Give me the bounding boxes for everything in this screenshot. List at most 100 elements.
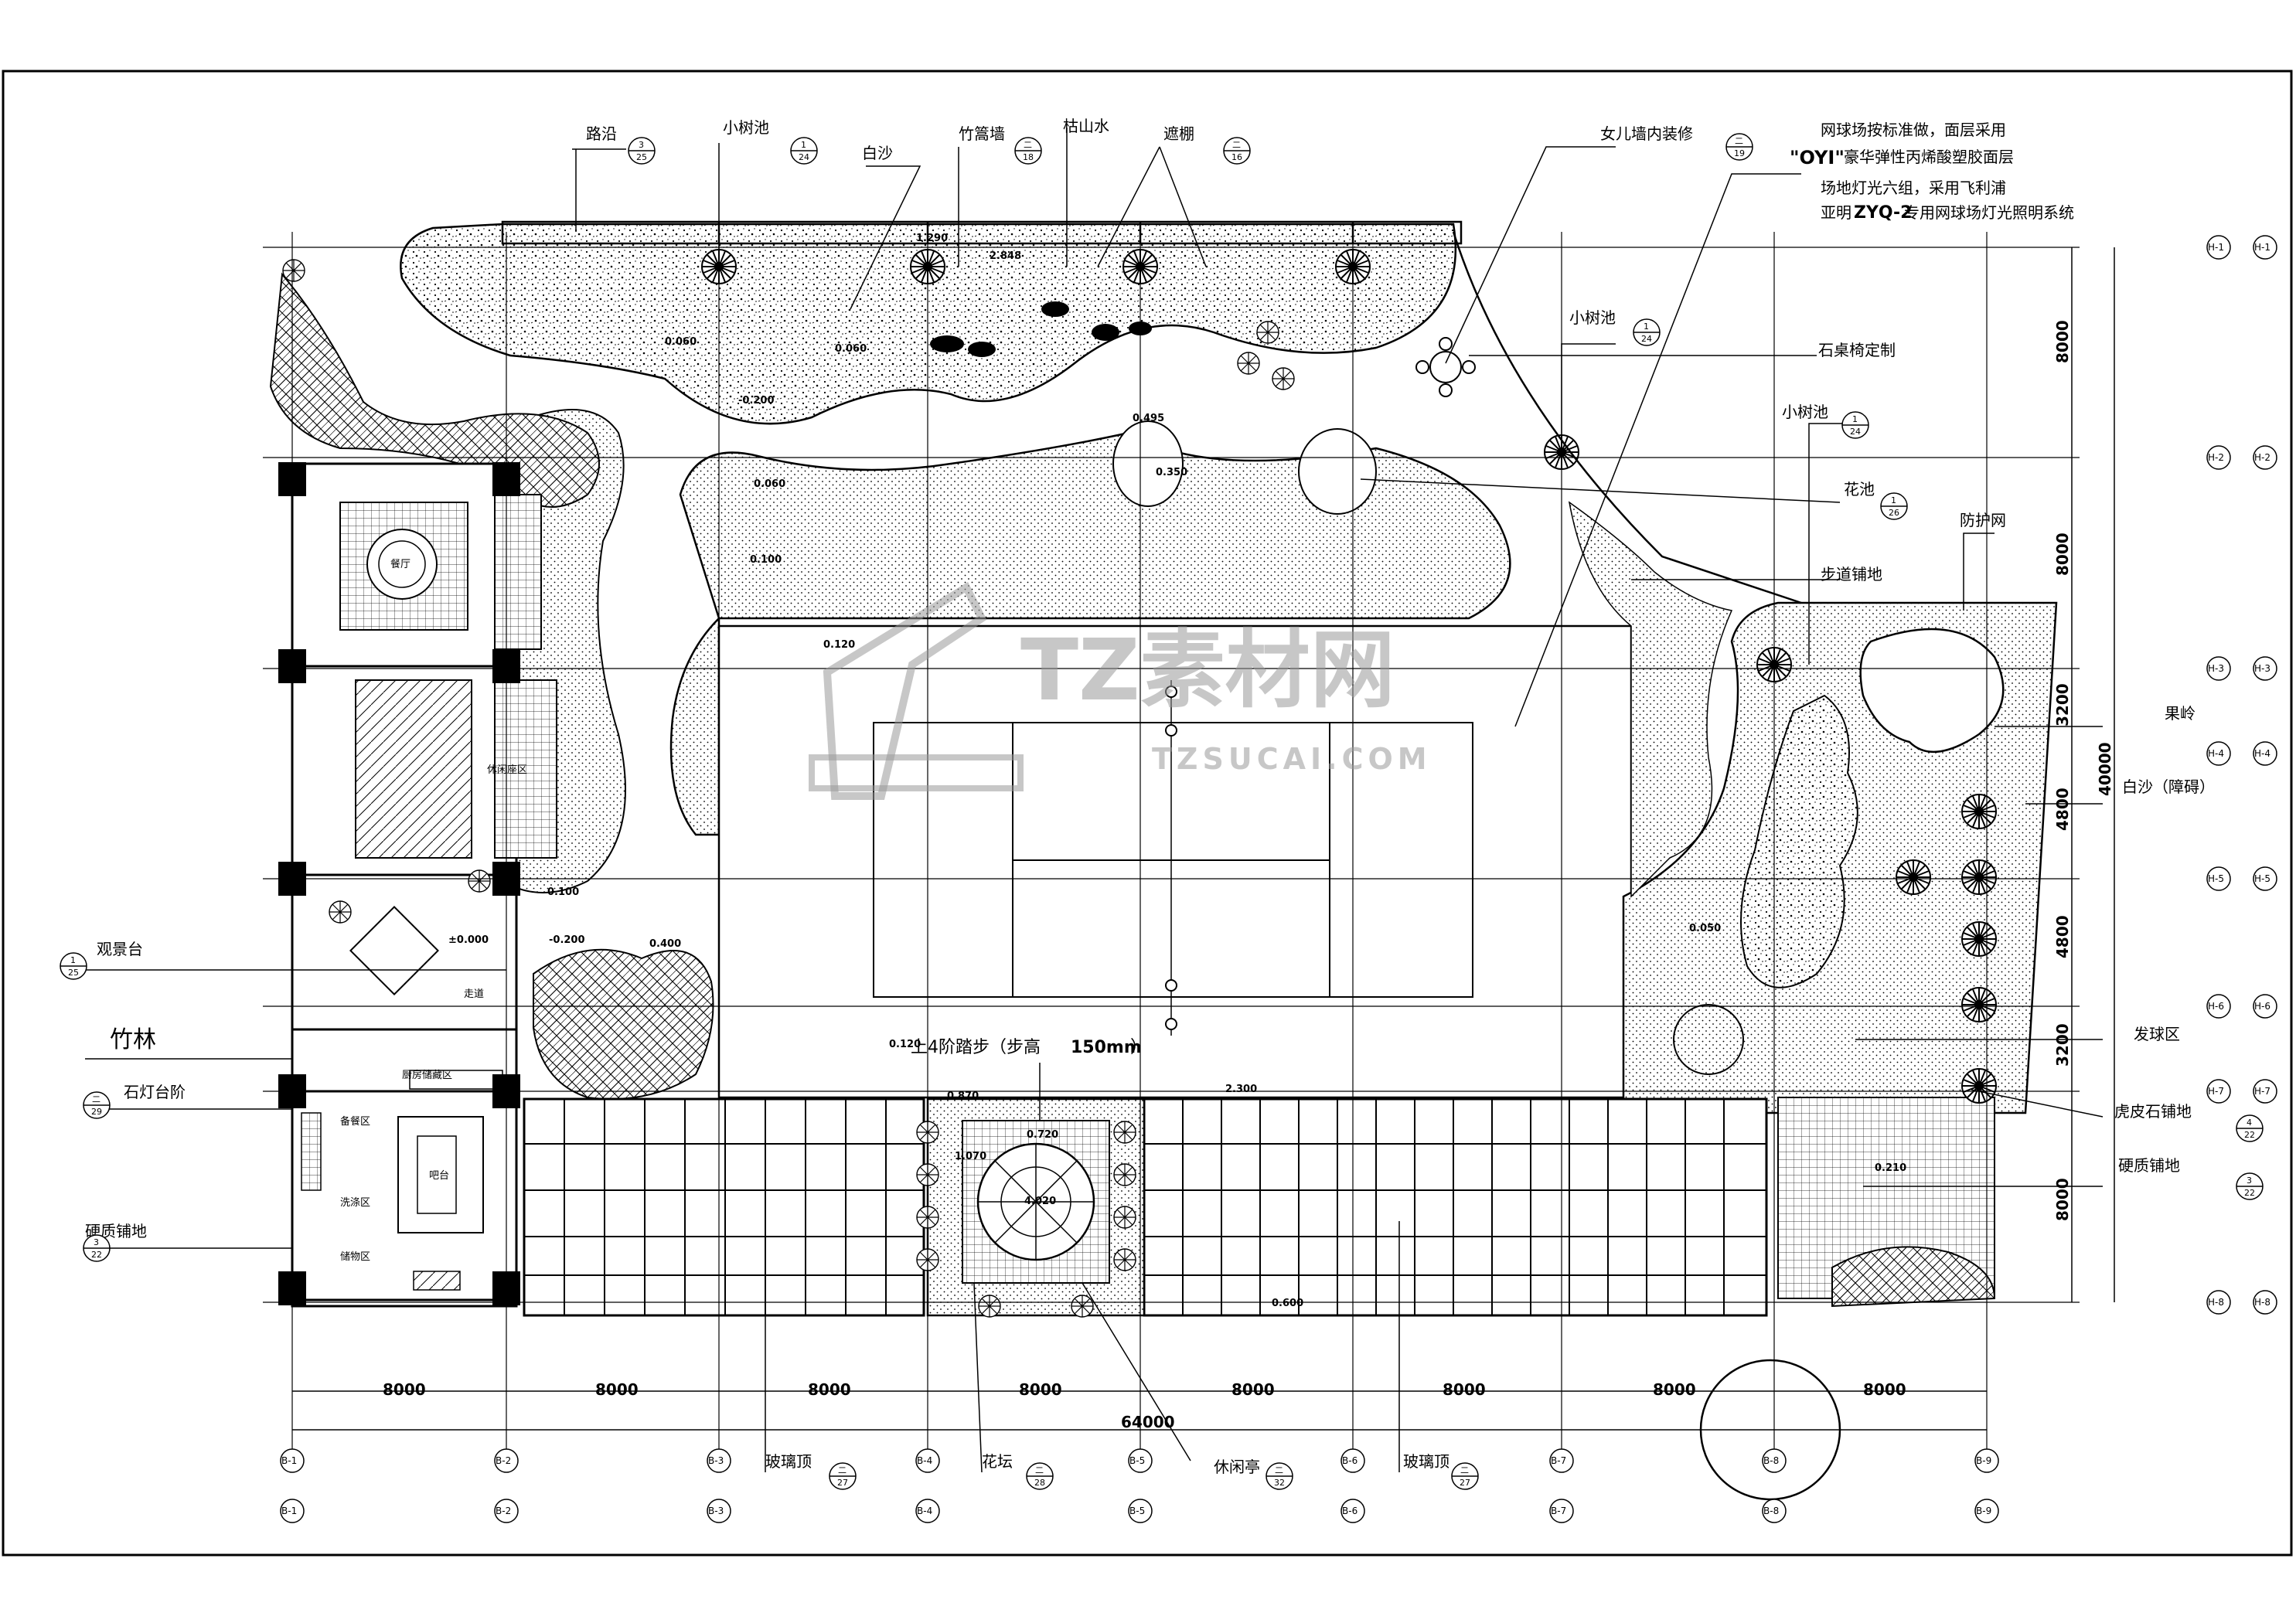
grid-r-7-a: H-7: [2208, 1086, 2224, 1097]
elev-20: 0.600: [1272, 1298, 1303, 1309]
grid-r-3-a: H-3: [2208, 663, 2224, 674]
elev-12: 0.400: [649, 938, 681, 950]
callout-small-pool-3-top: 1: [1852, 414, 1858, 424]
label-flower-pool: 花池: [1844, 480, 1875, 498]
grid-b-2: B-2B-2: [494, 1448, 519, 1523]
dim-r-6: 3200: [2053, 1023, 2072, 1067]
label-white-sand-bunker: 白沙（障碍）: [2122, 777, 2215, 796]
callout-small-pool-2-bot: 24: [1641, 334, 1652, 344]
right-dimensions: 8000 8000 3200 4800 4800 3200 8000 40000: [2053, 320, 2114, 1221]
elev-3: -0.200: [738, 395, 775, 407]
callout-flower-bed-top: 二: [1035, 1465, 1044, 1475]
callout-hard-paving-r: 322: [2236, 1172, 2264, 1200]
callout-stone-lamp-steps-top: 二: [92, 1094, 100, 1104]
grid-b-9-bot: B-9: [1976, 1506, 1991, 1516]
dim-b-total: 64000: [1121, 1413, 1175, 1431]
callout-hard-paving-r-top: 3: [2247, 1176, 2252, 1186]
label-shade-shed: 遮棚: [1163, 124, 1194, 143]
grid-b-8-top: B-8: [1763, 1455, 1779, 1466]
dim-r-5: 4800: [2053, 915, 2072, 958]
leader-lines: [85, 128, 2104, 1473]
elev-22: 1.290: [916, 233, 948, 244]
dim-b-5: 8000: [1231, 1380, 1275, 1399]
grid-r-2: H-2 H-2: [2206, 445, 2277, 470]
grid-r-2-b: H-2: [2254, 452, 2270, 463]
elev-14: 0.870: [947, 1091, 979, 1102]
dim-r-3: 3200: [2053, 683, 2072, 726]
grid-b-1-bot: B-1: [281, 1506, 297, 1516]
callout-hard-paving-l: 322: [83, 1234, 111, 1262]
callout-small-pool-1-bot: 24: [799, 152, 809, 162]
dim-b-6: 8000: [1443, 1380, 1486, 1399]
label-hard-paving-r: 硬质铺地: [2118, 1156, 2180, 1175]
label-flower-bed: 花坛: [982, 1452, 1013, 1471]
room-kitchen-top: 厨房储藏区: [402, 1069, 452, 1081]
grid-r-2-a: H-2: [2208, 452, 2224, 463]
label-bamboo-forest: 竹林: [110, 1026, 156, 1053]
glass-roof-terrace: [523, 1097, 1768, 1317]
elev-16: 1.070: [955, 1151, 986, 1162]
callout-flower-pool-top: 1: [1891, 495, 1896, 505]
callout-small-pool-3-bot: 24: [1850, 427, 1861, 437]
grid-b-6-top: B-6: [1342, 1455, 1358, 1466]
dim-b-8: 8000: [1863, 1380, 1906, 1399]
grid-r-6-a: H-6: [2208, 1001, 2224, 1012]
label-rest-pavilion: 休闲亭: [1214, 1458, 1260, 1476]
grid-r-4-b: H-4: [2254, 748, 2270, 759]
steps-note-a: 上4阶踏步（步高: [911, 1038, 1041, 1057]
stone-table: [1415, 337, 1476, 397]
dim-b-4: 8000: [1019, 1380, 1062, 1399]
elev-7: 0.100: [750, 554, 782, 566]
dim-r-total: 40000: [2096, 742, 2114, 796]
label-glass-roof-2: 玻璃顶: [1403, 1452, 1449, 1471]
grid-b-9: B-9B-9: [1974, 1448, 1999, 1523]
tennis-note-4b: ZYQ-2: [1854, 203, 1912, 223]
grid-r-8-b: H-8: [2254, 1297, 2270, 1308]
callout-parapet-bot: 19: [1734, 148, 1745, 158]
callout-tiger-stone-top: 4: [2247, 1118, 2252, 1128]
grid-r-5-a: H-5: [2208, 873, 2224, 884]
callout-road-top: 3: [639, 140, 644, 150]
elev-15: 0.720: [1027, 1129, 1058, 1141]
label-protective-net: 防护网: [1960, 511, 2006, 529]
callout-glass-roof-1-top: 二: [838, 1465, 847, 1475]
callout-glass-roof-2-top: 二: [1460, 1465, 1469, 1475]
callout-glass-roof-2-bot: 27: [1460, 1478, 1470, 1488]
elev-13: 0.120: [889, 1039, 921, 1050]
room-storage: 储物区: [340, 1251, 370, 1263]
callout-viewing-deck: 125: [60, 952, 87, 980]
grid-b-5-bot: B-5: [1129, 1506, 1145, 1516]
callout-small-pool-1: 124: [790, 137, 818, 165]
steps-note-b: 150mm: [1071, 1038, 1142, 1057]
callout-flower-pool: 126: [1880, 492, 1908, 520]
label-white-sand: 白沙: [862, 144, 893, 162]
grid-b-8: B-8B-8: [1762, 1448, 1787, 1523]
callout-bubbles: 325 124 二18 二16 二19 124 124 126 422 322 …: [60, 133, 2264, 1490]
elev-10: ±0.000: [448, 934, 489, 946]
room-kitchen: 备餐区: [340, 1115, 370, 1128]
elev-21: 0.050: [1689, 923, 1721, 934]
label-viewing-deck: 观景台: [97, 940, 143, 958]
callout-hard-paving-l-bot: 22: [91, 1250, 102, 1260]
label-road: 路沿: [586, 124, 617, 143]
grid-r-5-b: H-5: [2254, 873, 2270, 884]
elev-11: -0.200: [549, 934, 585, 946]
callout-viewing-deck-bot: 25: [68, 968, 79, 978]
dim-b-1: 8000: [383, 1380, 426, 1399]
plan-labels: 路沿 小树池 白沙 竹篙墙 枯山水 遮棚 女儿墙内装修 网球场按标准做，面层采用…: [85, 117, 2215, 1476]
grid-b-2-bot: B-2: [496, 1506, 511, 1516]
building: [278, 462, 557, 1308]
grid-b-1: B-1B-1: [280, 1448, 305, 1523]
room-seating: 休闲座区: [487, 764, 527, 776]
callout-shade-shed: 二16: [1223, 137, 1251, 165]
callout-rest-pavilion: 二32: [1266, 1462, 1293, 1490]
callout-bamboo-wall-top: 二: [1024, 140, 1032, 150]
grid-b-6-bot: B-6: [1342, 1506, 1358, 1516]
grid-b-5: B-5B-5: [1128, 1448, 1153, 1523]
